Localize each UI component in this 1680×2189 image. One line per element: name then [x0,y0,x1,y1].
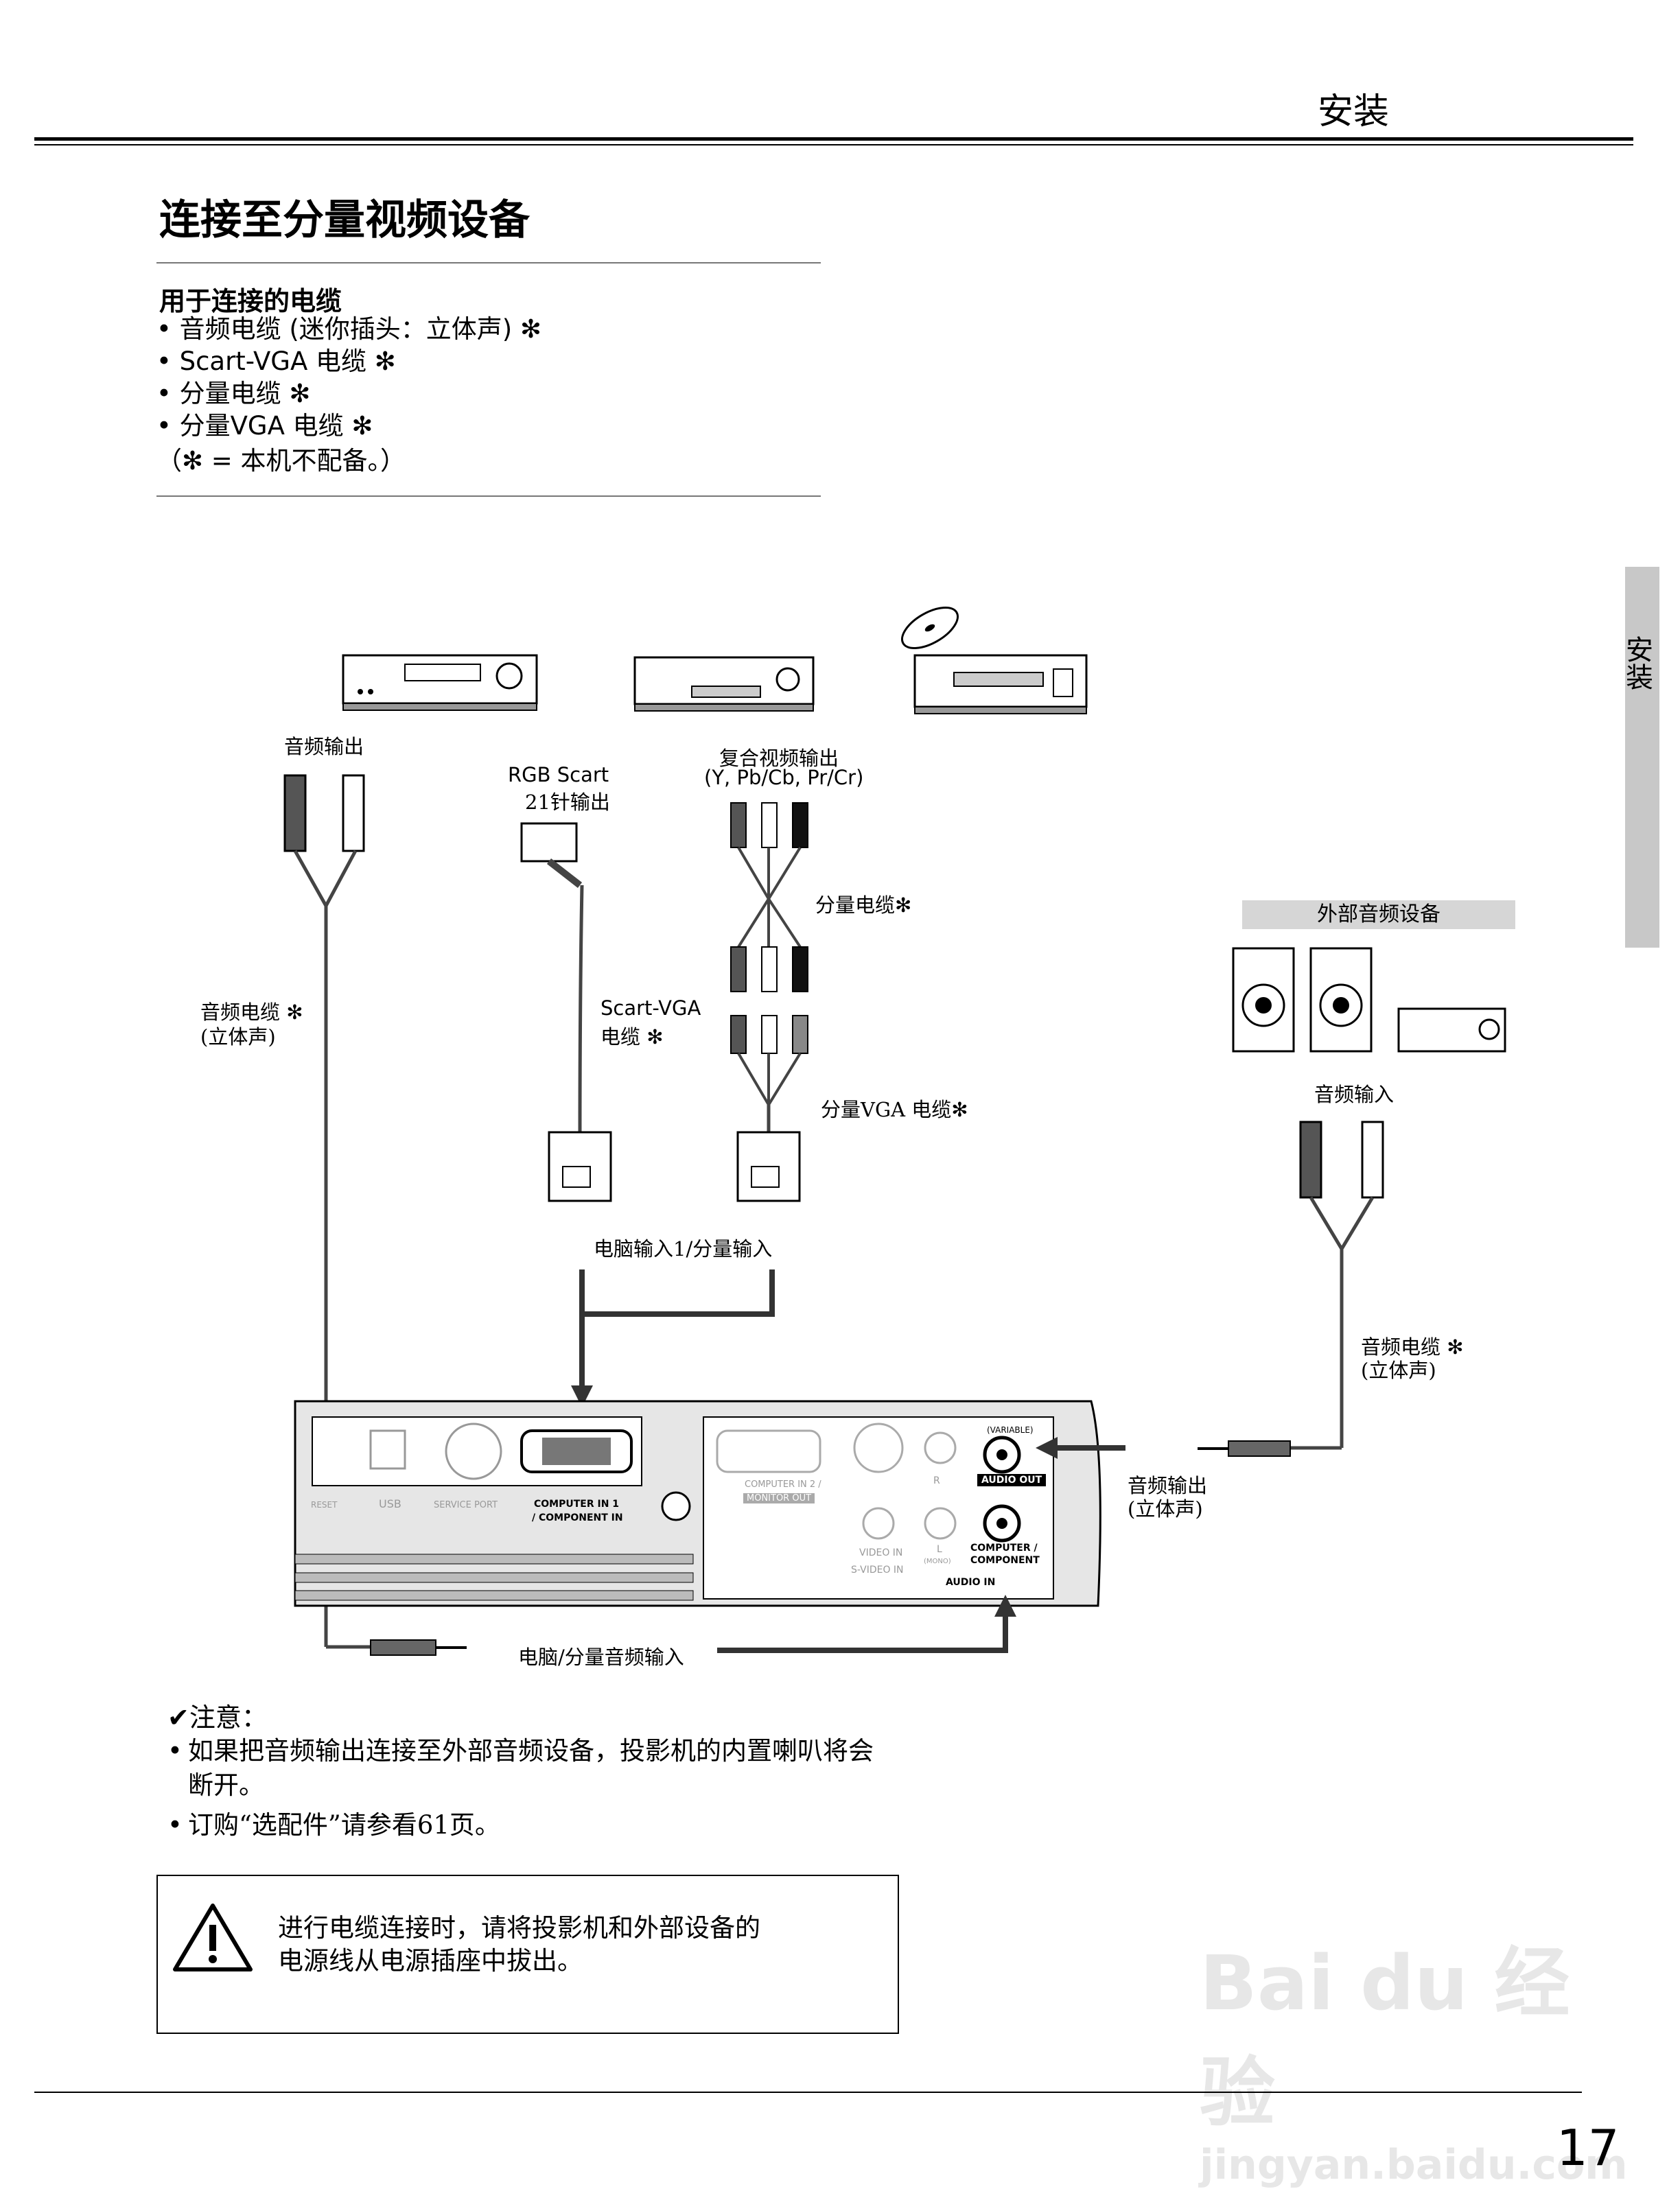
label-audio-out-top: 音频输出 [284,735,364,758]
panel-audio-out: AUDIO OUT [977,1474,1047,1486]
label-scart-vga-cable: 电缆 ✻ [600,1025,664,1049]
vcr-device [342,654,538,711]
baidu-watermark: Bai du 经验 jingyan.baidu.com [1200,1921,1628,2189]
external-speakers [1232,947,1506,1053]
panel-service-port: SERVICE PORT [434,1500,498,1510]
cable-item: • 音频电缆 (迷你插头：立体声) ✻ [156,314,541,344]
warning-box: 进行电缆连接时，请将投影机和外部设备的 电源线从电源插座中拔出。 [156,1875,899,2034]
label-rgb-scart: RGB Scart [508,763,609,786]
pc-audio-in-arrow [717,1595,1016,1653]
projector-panel [294,1400,1101,1607]
label-scart-vga: Scart-VGA [600,996,701,1020]
cables-list: • 音频电缆 (迷你插头：立体声) ✻ • Scart-VGA 电缆 ✻ • 分… [156,313,541,477]
warning-icon [173,1904,253,1971]
computer-in-arrow [571,1269,775,1407]
footer-rule [34,2092,1582,2093]
note-item: 订购“选配件”请参看61页。 [167,1808,888,1842]
side-tab-label: 安装 [1621,635,1653,690]
label-external-audio: 外部音频设备 [1317,902,1440,926]
cables-top-rule [156,262,821,264]
label-audio-out-right-stereo: (立体声) [1128,1497,1203,1521]
tuner-device [633,656,815,712]
panel-mono: (MONO) [924,1558,951,1565]
panel-video-in: VIDEO IN [859,1547,903,1558]
label-component-vga: 分量VGA 电缆✻ [821,1098,968,1121]
scart-cable [520,822,612,1202]
label-component-cable: 分量电缆✻ [815,893,912,917]
panel-variable: (VARIABLE) [987,1425,1034,1435]
note-item: 如果把音频输出连接至外部音频设备，投影机的内置喇叭将会断开。 [167,1734,888,1803]
panel-l: L [937,1544,942,1555]
right-audio-cable [1198,1121,1384,1457]
label-composite-signals: (Y, Pb/Cb, Pr/Cr) [704,766,864,789]
external-audio-box: 外部音频设备 [1242,900,1515,929]
panel-computer-in-2: COMPUTER IN 2 / [745,1479,821,1490]
panel-usb: USB [379,1497,401,1510]
label-audio-out-right: 音频输出 [1128,1474,1208,1497]
cables-bottom-rule [156,495,821,497]
component-cable [730,802,808,1202]
section-title: 安装 [1318,91,1390,132]
cables-footnote: （✻ = 本机不配备。） [156,446,406,476]
panel-reset: RESET [311,1500,338,1510]
label-audio-cable-right: 音频电缆 ✻ [1361,1335,1464,1359]
cables-title: 用于连接的电缆 [159,286,342,316]
page-title: 连接至分量视频设备 [159,196,530,244]
panel-monitor-out: MONITOR OUT [743,1493,815,1503]
warning-line-1: 进行电缆连接时，请将投影机和外部设备的 [278,1913,760,1943]
notes-heading: ✔注意： [167,1702,268,1733]
warning-line-2: 电源线从电源插座中拔出。 [278,1946,583,1976]
header-rule-thin [34,144,1633,145]
watermark-brand: Bai du 经验 [1200,1939,1570,2137]
label-audio-in: 音频输入 [1314,1083,1395,1106]
label-computer-in: 电脑输入1/分量输入 [594,1237,773,1261]
page-number: 17 [1556,2119,1620,2177]
label-composite-out: 复合视频输出 [719,747,839,770]
cable-item: • Scart-VGA 电缆 ✻ [156,347,396,376]
watermark-url: jingyan.baidu.com [1200,2141,1628,2189]
panel-computer-component-1: COMPUTER / [970,1543,1038,1554]
panel-audio-in: AUDIO IN [946,1577,996,1588]
panel-component-in: / COMPONENT IN [532,1512,623,1523]
dvd-device [901,607,1088,714]
notes: ✔注意： 如果把音频输出连接至外部音频设备，投影机的内置喇叭将会断开。 订购“选… [167,1696,888,1842]
panel-s-video-in: S-VIDEO IN [851,1565,904,1576]
label-audio-cable-left: 音频电缆 ✻ [200,1000,303,1024]
label-audio-cable-right-stereo: (立体声) [1361,1359,1436,1382]
cable-item: • 分量VGA 电缆 ✻ [156,411,373,441]
panel-computer-component-2: COMPONENT [970,1555,1040,1566]
label-rgb-scart-pins: 21针输出 [525,791,610,814]
label-audio-cable-left-stereo: (立体声) [200,1025,276,1049]
cable-item: • 分量电缆 ✻ [156,379,311,408]
label-pc-audio-in: 电脑/分量音频输入 [518,1646,684,1669]
panel-r: R [933,1475,940,1486]
side-tab[interactable]: 安装 [1621,567,1659,948]
header-rule [34,137,1633,141]
panel-computer-in-1: COMPUTER IN 1 [534,1499,620,1510]
warning-text: 进行电缆连接时，请将投影机和外部设备的 电源线从电源插座中拔出。 [278,1912,760,1978]
